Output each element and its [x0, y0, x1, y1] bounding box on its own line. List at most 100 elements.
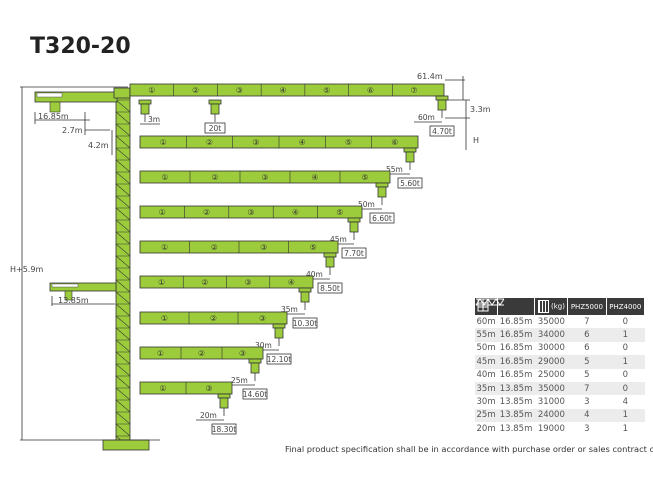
table-cell: 25m	[475, 408, 498, 423]
jib-section-number: ①	[161, 314, 168, 323]
mast-lattice	[115, 219, 131, 233]
mast-lattice	[115, 423, 131, 437]
trolley	[208, 99, 222, 105]
head-height-label: 3.3m	[470, 105, 491, 114]
mast-lattice	[115, 183, 131, 197]
tip-load-label: 6.60t	[372, 214, 392, 223]
mast-lattice	[115, 243, 131, 257]
table-cell: 5	[567, 355, 607, 369]
table-cell: 1	[606, 328, 645, 342]
tip-load-label: 7.70t	[344, 249, 364, 258]
table-cell: 1	[622, 423, 628, 434]
mast-lattice	[115, 159, 131, 173]
table-cell: 3	[584, 397, 590, 408]
load-box	[204, 122, 226, 134]
jib-45m	[139, 205, 363, 219]
table-cell: 0	[622, 370, 628, 381]
mast-lattice	[115, 267, 131, 281]
jib-section-number: ④	[279, 86, 286, 95]
tip-radius-label: 61.4m	[417, 72, 443, 81]
table-cell: 29000	[534, 355, 568, 369]
jib-section-number: ③	[252, 138, 259, 147]
mast-lattice	[115, 255, 131, 269]
jib-section-number: ①	[159, 384, 166, 393]
mast-lattice	[115, 363, 131, 377]
trolley	[298, 287, 312, 293]
disclaimer-footer: Final product specification shall be in …	[285, 444, 653, 454]
tip-load-label: 5.60t	[400, 179, 420, 188]
table-cell: 35m	[475, 381, 498, 396]
table-cell: 1	[606, 408, 645, 423]
table-cell: 31000	[537, 397, 565, 408]
jib-section-number: ①	[157, 349, 164, 358]
jib-section-number: ③	[205, 384, 212, 393]
mast-lattice	[115, 411, 131, 425]
jib-section-number: ④	[288, 278, 295, 287]
trolley	[375, 182, 389, 188]
load-box	[292, 317, 318, 329]
jib-section-number: ③	[259, 314, 266, 323]
hook-block	[325, 256, 335, 268]
jib-section-number: ②	[211, 243, 218, 252]
jib-length-label: 30m	[255, 341, 272, 350]
mast-lattice	[115, 351, 131, 365]
table-cell: 45m	[475, 355, 498, 369]
table-cell: 0	[606, 381, 645, 396]
total-height-label: H+5.9m	[10, 265, 43, 274]
jib-section-number: ③	[236, 86, 243, 95]
hook-block	[219, 397, 229, 409]
table-cell: 0	[622, 316, 628, 327]
trolley	[323, 252, 337, 258]
jib-30m	[139, 311, 288, 325]
mast-lattice	[115, 279, 131, 293]
mast-lattice	[115, 195, 131, 209]
trolley	[272, 323, 286, 329]
jib-section-number: ④	[299, 138, 306, 147]
hook-block	[210, 103, 220, 115]
jib-length-label: 40m	[306, 270, 323, 279]
jib-section-number: ⑥	[391, 138, 398, 147]
mast-lattice	[115, 375, 131, 389]
jib-section-number: ⑤	[310, 243, 317, 252]
jib-section-number: ⑤	[361, 173, 368, 182]
trolley	[435, 95, 449, 101]
load-box	[397, 177, 423, 189]
mast-lattice	[115, 291, 131, 305]
hook-block	[250, 362, 260, 374]
counter-jib-walkway	[36, 92, 63, 98]
mast-lattice	[115, 303, 131, 317]
jib-section-number: ④	[311, 173, 318, 182]
counter-jib-short	[49, 282, 117, 292]
table-cell: 13.85m	[499, 423, 533, 434]
table-cell: 30000	[537, 343, 565, 354]
jib-section-number: ①	[161, 173, 168, 182]
table-cell: 4	[622, 397, 628, 408]
jib-length-label: 35m	[281, 305, 298, 314]
phz4000-header: PHZ4000	[606, 298, 646, 315]
jib-section-number: ②	[210, 314, 217, 323]
mast-lattice	[115, 171, 131, 185]
table-cell: 6	[584, 343, 590, 354]
table-cell: 35000	[534, 381, 568, 396]
tip-load-label: 14.60t	[243, 390, 267, 399]
table-cell: 25000	[537, 370, 565, 381]
trolley	[217, 393, 231, 399]
jib-section-number: ③	[247, 208, 254, 217]
jib-25m	[139, 346, 264, 360]
jib-section-number: ③	[245, 278, 252, 287]
table-cell: 13.85m	[499, 397, 533, 408]
max-load-label: 20t	[209, 124, 222, 133]
mast-lattice	[115, 123, 131, 137]
jib-section-number: ⑤	[323, 86, 330, 95]
tip-load-label: 18.30t	[212, 425, 236, 434]
counter-jib-walkway	[51, 283, 79, 288]
jib-section-number: ①	[148, 86, 155, 95]
table-cell: 16.85m	[497, 328, 535, 342]
table-cell: 6	[567, 328, 607, 342]
